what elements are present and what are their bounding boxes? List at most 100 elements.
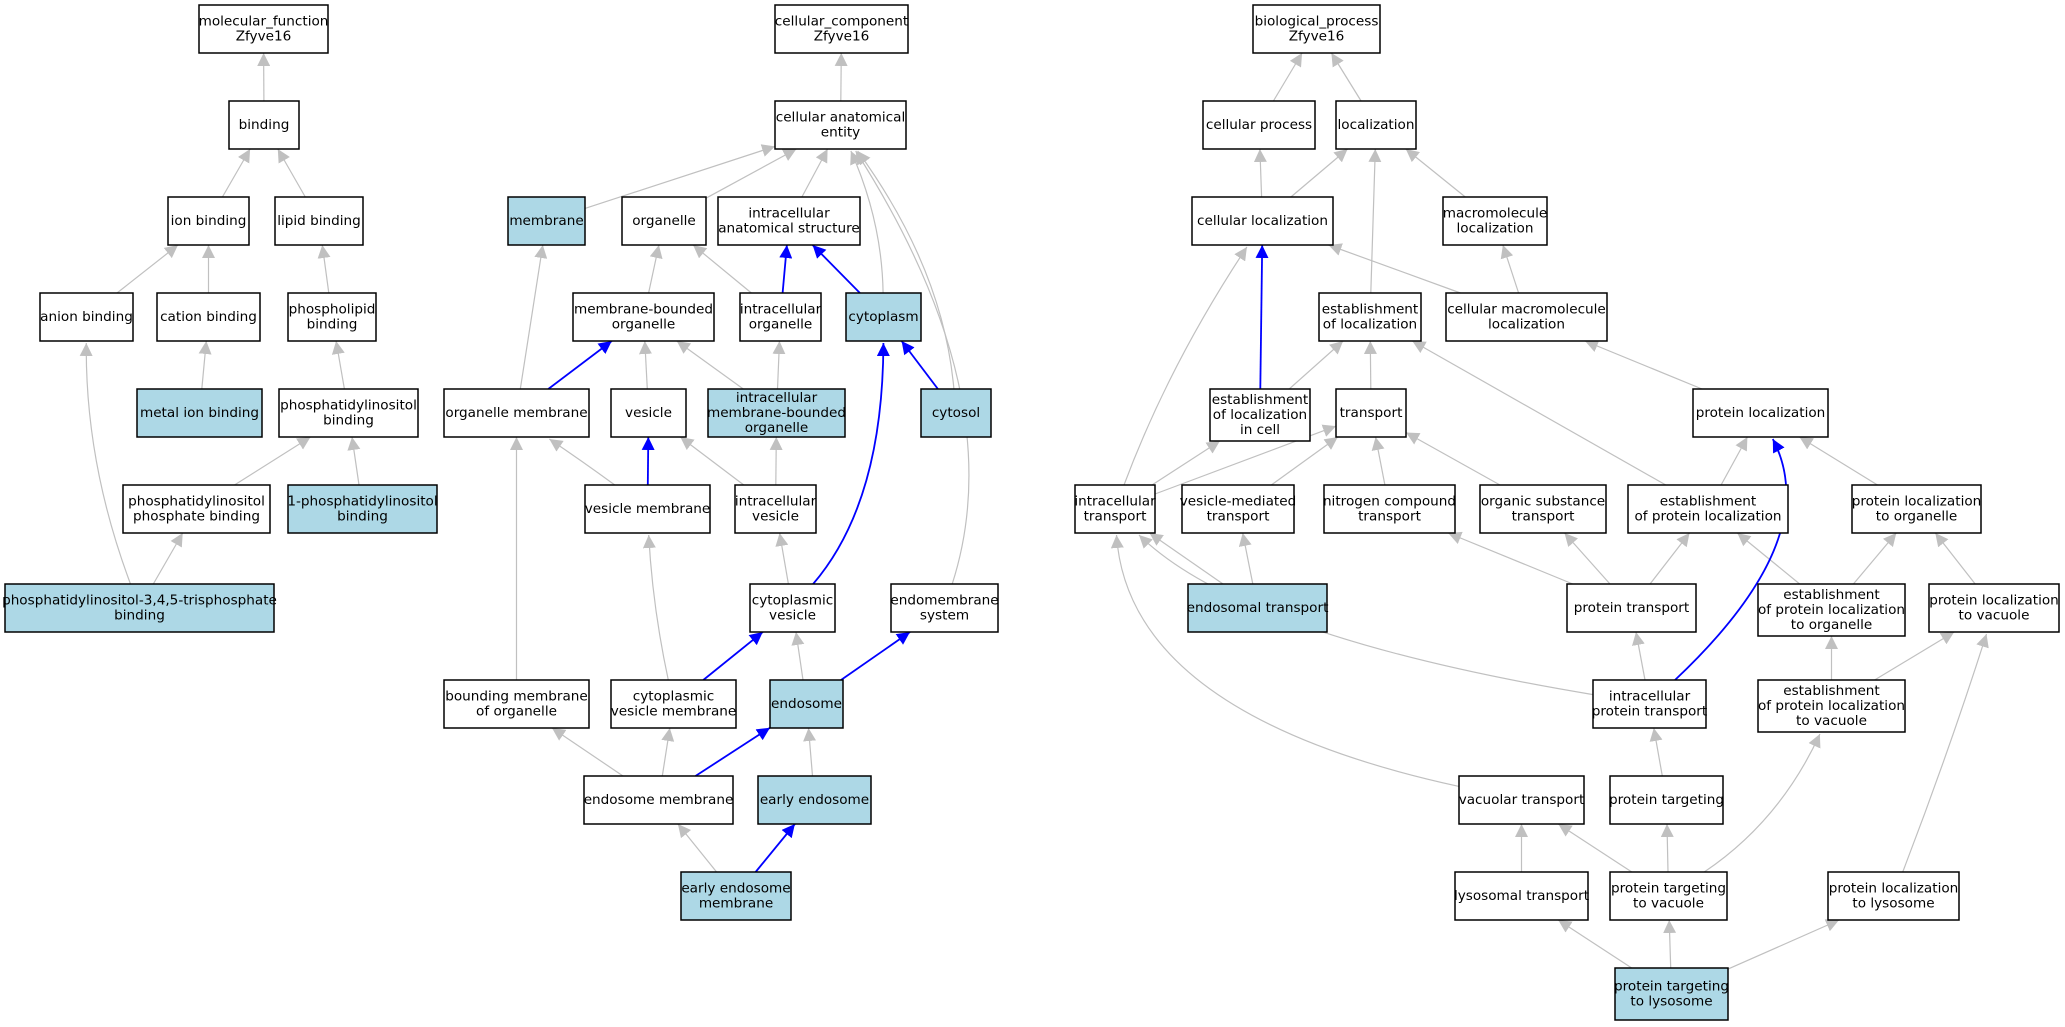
edge-est-loc-cell-to-est-loc (1288, 340, 1344, 390)
edge-ias-to-cae (801, 148, 829, 198)
node-anion-binding[interactable]: anion binding (39, 292, 134, 342)
node-label: cytoplasmic (752, 593, 833, 609)
node-early-endosome[interactable]: early endosome (757, 775, 872, 825)
node-cytoplasm[interactable]: cytoplasm (845, 292, 922, 342)
node-protein-targeting[interactable]: protein targeting (1609, 775, 1724, 825)
node-vesicle[interactable]: vesicle (610, 388, 687, 438)
node-cellular-process[interactable]: cellular process (1202, 100, 1316, 150)
node-box (890, 583, 999, 633)
node-endosome[interactable]: endosome (769, 679, 844, 729)
node-label: cellular localization (1197, 213, 1328, 229)
node-label: phosphatidylinositol-3,4,5-trisphosphate (2, 593, 277, 609)
node-cytosol[interactable]: cytosol (920, 388, 992, 438)
edge-protein-transport-to-organic-transport (1564, 532, 1611, 585)
node-label: vesicle (752, 509, 799, 525)
node-localization[interactable]: localization (1335, 100, 1417, 150)
node-label: organelle (749, 317, 813, 333)
edge-cyto-vesicle-to-intra-vesicle (775, 532, 789, 585)
edge-imbo-to-intra-organelle (772, 340, 786, 390)
node-label: Zfyve16 (1289, 29, 1345, 45)
node-lysosomal-transport[interactable]: lysosomal transport (1454, 871, 1589, 921)
node-box (734, 484, 817, 534)
node-organelle-membrane[interactable]: organelle membrane (443, 388, 590, 438)
node-box (1592, 679, 1707, 729)
node-cation-binding[interactable]: cation binding (156, 292, 261, 342)
edge-est-protein-loc-organelle-to-est-protein-loc (1736, 532, 1801, 585)
node-label: lysosomal transport (1454, 888, 1589, 904)
node-organelle[interactable]: organelle (621, 196, 707, 246)
node-transport[interactable]: transport (1335, 388, 1407, 438)
edge-pl-lysosome-to-protein-loc-vacuole (1902, 633, 1989, 873)
node-protein-transport[interactable]: protein transport (1566, 583, 1697, 633)
node-label: endosomal transport (1187, 600, 1329, 616)
node-endosome-membrane[interactable]: endosome membrane (583, 775, 734, 825)
node-label: organelle (612, 317, 676, 333)
edge-cell-macro-loc-to-macro-loc (1500, 244, 1520, 294)
node-box (707, 388, 846, 438)
edge-eem-to-early-endosome (754, 823, 796, 873)
node-box (287, 484, 438, 534)
node-label: phosphate binding (133, 509, 260, 525)
node-endosomal-transport[interactable]: endosomal transport (1187, 583, 1329, 633)
node-label: binding (114, 608, 165, 624)
node-label: intracellular (736, 390, 818, 406)
node-vesicle-membrane[interactable]: vesicle membrane (584, 484, 711, 534)
node-vacuolar-transport[interactable]: vacuolar transport (1458, 775, 1585, 825)
node-protein-loc[interactable]: protein localization (1692, 388, 1829, 438)
node-label: intracellular (1074, 494, 1156, 510)
node-label: ion binding (171, 213, 247, 229)
node-ion-binding[interactable]: ion binding (167, 196, 250, 246)
node-label: bounding membrane (445, 689, 588, 705)
node-binding[interactable]: binding (228, 100, 300, 150)
node-pip3-binding[interactable]: phosphatidylinositol-3,4,5-trisphosphate… (2, 583, 277, 633)
edge-est-protein-loc-to-est-loc (1412, 340, 1667, 486)
node-label: binding (323, 413, 374, 429)
node-label: protein localization (1929, 593, 2059, 609)
edge-intra-organelle-to-ias (779, 244, 793, 294)
node-membrane[interactable]: membrane (507, 196, 586, 246)
node-metal-ion-binding[interactable]: metal ion binding (136, 388, 263, 438)
edge-vacuolar-transport-to-intra-transport (1110, 534, 1460, 787)
edge-nitrogen-transport-to-transport (1371, 436, 1386, 486)
node-lipid-binding[interactable]: lipid binding (274, 196, 364, 246)
edge-protein-loc-vacuole-to-protein-loc-organelle (1934, 532, 1976, 585)
node-label: membrane-bounded (707, 405, 846, 421)
node-cell-loc[interactable]: cellular localization (1191, 196, 1334, 246)
